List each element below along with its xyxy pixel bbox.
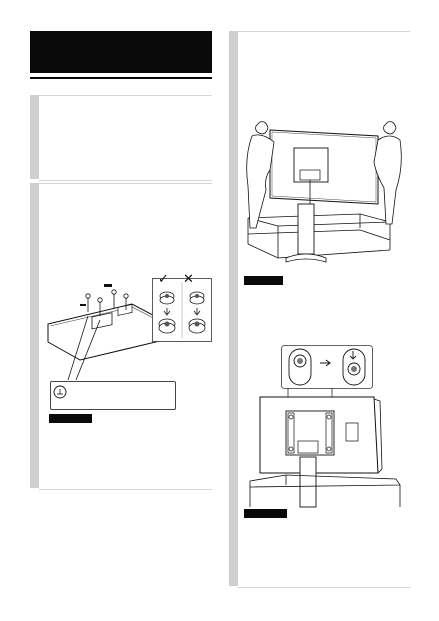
arrow-right-icon (320, 359, 331, 367)
tv-mounted-rear-illustration (249, 396, 401, 508)
step-2-bar (30, 183, 39, 488)
step-3-box (238, 31, 410, 588)
cross-icon: ✕ (183, 271, 194, 286)
step-2-box (39, 183, 212, 490)
down-arrow-icon (349, 351, 357, 360)
tv-lifting-illustration (246, 121, 402, 263)
step-3-bar (229, 31, 238, 586)
screw-callout-box (50, 381, 176, 410)
step-1-bar (30, 95, 39, 179)
section-title-block (30, 31, 212, 73)
screw-icon (53, 385, 67, 399)
note-label-1 (49, 414, 92, 423)
title-rule (30, 77, 212, 79)
screw-detail-illustration (152, 278, 212, 342)
step-1-box (39, 95, 212, 181)
knob-detail-illustration (281, 345, 373, 389)
note-label-2 (244, 276, 283, 285)
note-label-3 (244, 509, 287, 518)
check-icon: ✓ (158, 271, 169, 286)
tv-rear-screws-illustration (47, 284, 167, 381)
